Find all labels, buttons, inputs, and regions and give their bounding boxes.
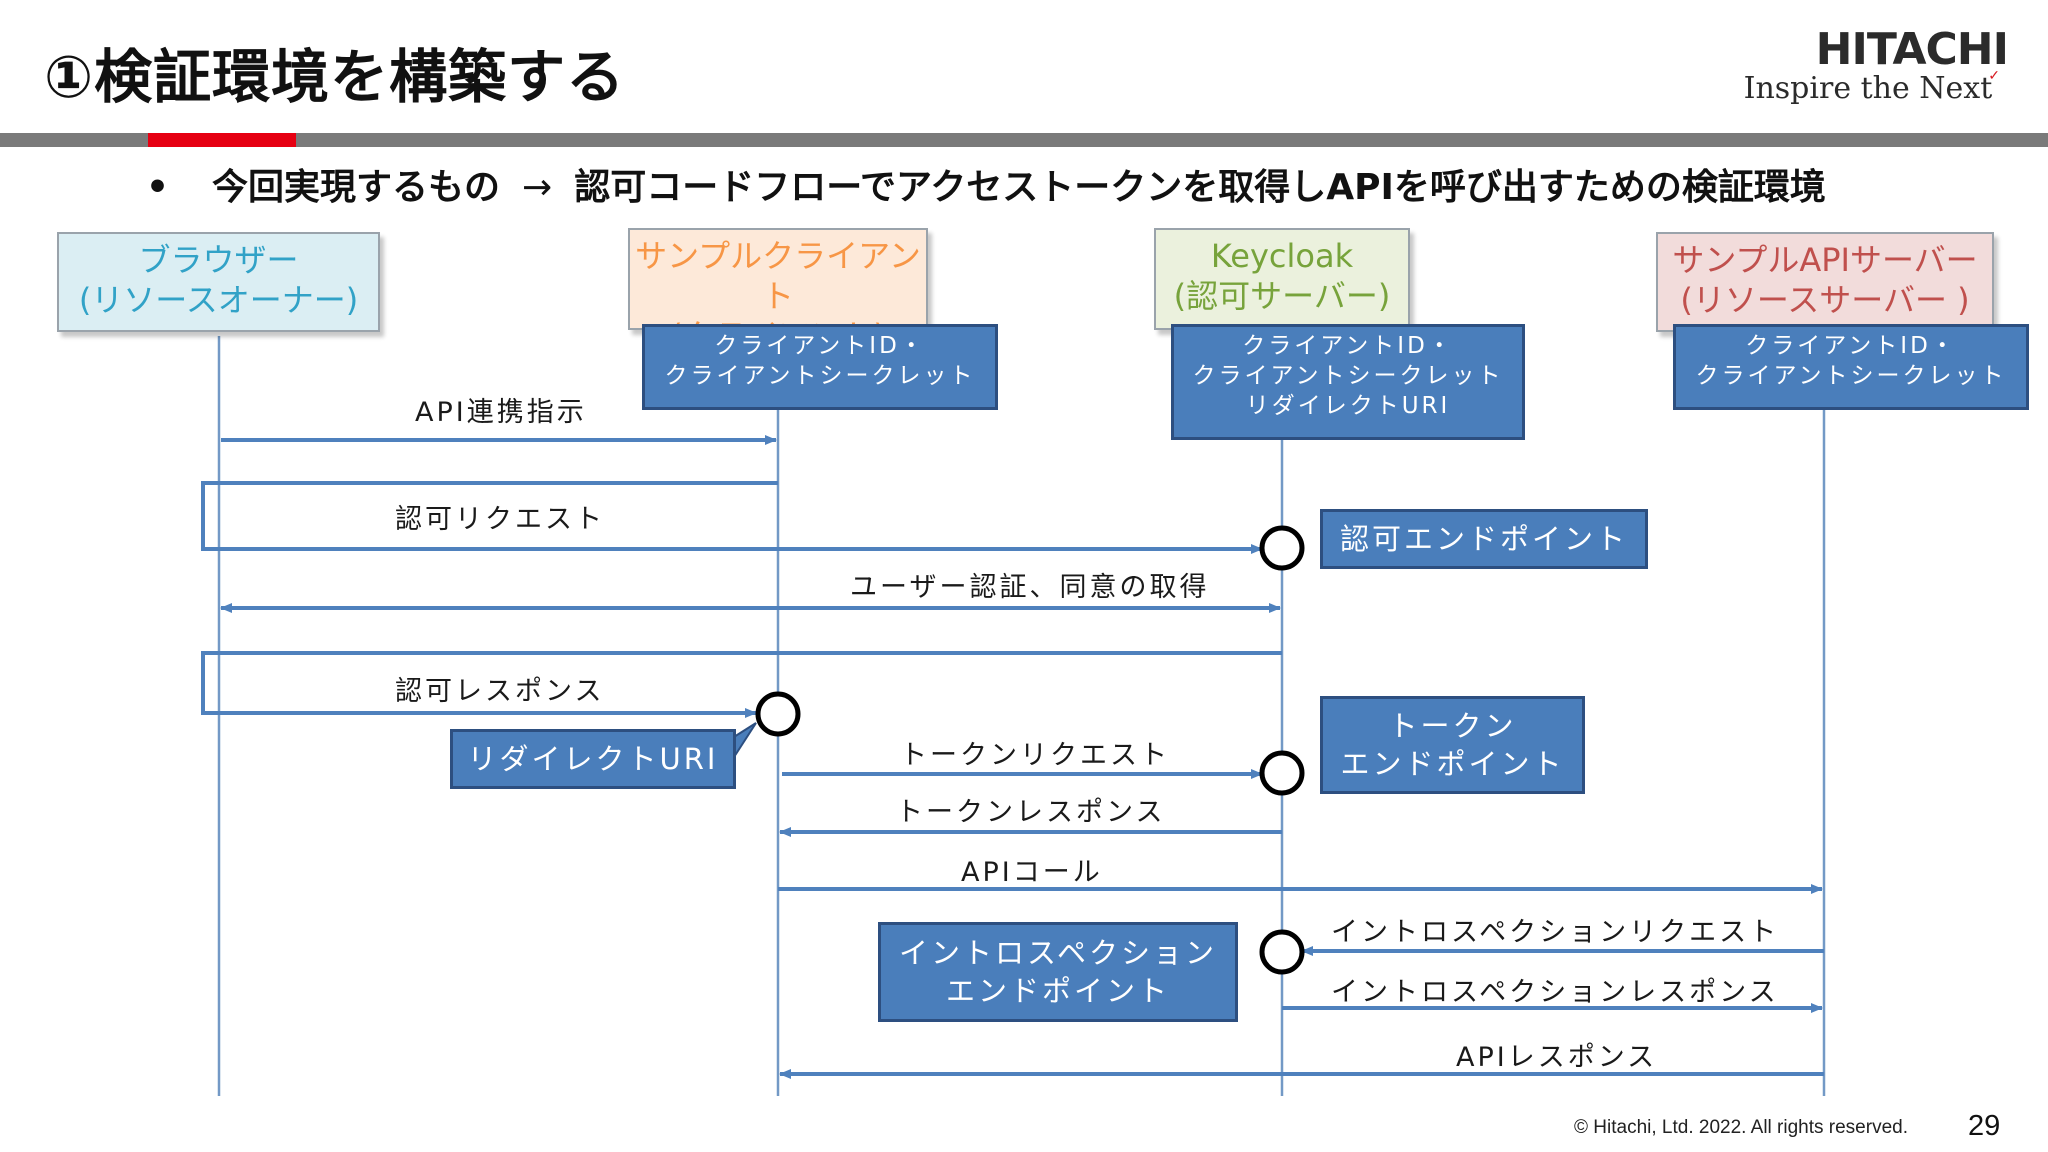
bullet-lead: 今回実現するもの <box>212 167 501 208</box>
logo-accent-mark: ✓ <box>1988 68 2000 84</box>
message-user-auth: ユーザー認証、同意の取得 <box>850 572 1210 603</box>
page-number: 29 <box>1968 1110 2001 1142</box>
message-auth-response: 認可レスポンス <box>395 676 605 707</box>
footer-copyright: © Hitachi, Ltd. 2022. All rights reserve… <box>1574 1117 1908 1138</box>
actor-keycloak-name: Keycloak <box>1210 237 1354 275</box>
token-endpoint-callout: トークン エンドポイント <box>1320 696 1585 794</box>
message-introspection-request: イントロスペクションリクエスト <box>1331 917 1780 948</box>
arrow-auth-request <box>201 481 1263 554</box>
actor-api-server: サンプルAPIサーバー (リソースサーバー ) <box>1656 232 1994 332</box>
api-credentials-line-2: クライアントシークレット <box>1695 363 2007 389</box>
keycloak-credentials-line-3: リダイレクトURI <box>1245 393 1451 419</box>
bullet-line: • 今回実現するもの → 認可コードフローでアクセストークンを取得しAPIを呼び出すた… <box>146 158 1826 210</box>
endpoint-marker-introspection <box>1259 929 1305 975</box>
auth-endpoint-callout: 認可エンドポイント <box>1320 509 1648 569</box>
token-endpoint-line-1: トークン <box>1388 709 1517 743</box>
message-introspection-response: イントロスペクションレスポンス <box>1331 977 1779 1008</box>
endpoint-marker-auth <box>1259 525 1305 571</box>
keycloak-credentials-box: クライアントID・ クライアントシークレット リダイレクトURI <box>1171 324 1525 440</box>
message-api-response: APIレスポンス <box>1456 1042 1658 1073</box>
introspection-endpoint-line-1: イントロスペクション <box>899 936 1217 970</box>
client-credentials-line-2: クライアントシークレット <box>664 363 976 389</box>
actor-browser: ブラウザー (リソースオーナー) <box>57 232 380 332</box>
api-credentials-line-1: クライアントID・ <box>1745 333 1957 359</box>
logo-brand: HITACHI <box>1815 24 2009 75</box>
introspection-endpoint-callout: イントロスペクション エンドポイント <box>878 922 1238 1022</box>
logo-tagline-text: Inspire the Next <box>1743 71 1993 106</box>
title-rule <box>0 133 2048 147</box>
message-token-response: トークンレスポンス <box>896 797 1166 828</box>
actor-client-name: サンプルクライアント <box>635 237 921 315</box>
bullet-text: 認可コードフローでアクセストークンを取得しAPIを呼び出すための検証環境 <box>574 167 1826 208</box>
title-rule-accent <box>148 133 296 147</box>
bullet-arrow: → <box>522 167 553 208</box>
client-credentials-line-1: クライアントID・ <box>714 333 926 359</box>
auth-endpoint-label: 認可エンドポイント <box>1339 522 1628 556</box>
message-auth-request: 認可リクエスト <box>395 504 605 535</box>
redirect-uri-callout: リダイレクトURI <box>450 729 736 789</box>
redirect-uri-label: リダイレクトURI <box>467 742 719 776</box>
actor-browser-name: ブラウザー <box>138 241 299 279</box>
token-endpoint-line-2: エンドポイント <box>1340 747 1565 781</box>
bullet-marker: • <box>146 167 170 208</box>
keycloak-credentials-line-1: クライアントID・ <box>1242 333 1454 359</box>
endpoint-marker-token <box>1259 750 1305 796</box>
logo-tagline: Inspire the Next✓ <box>1743 69 2004 106</box>
message-api-link: API連携指示 <box>415 397 587 428</box>
actor-keycloak-role: (認可サーバー) <box>1173 277 1391 315</box>
actor-browser-role: (リソースオーナー) <box>78 281 359 319</box>
keycloak-credentials-line-2: クライアントシークレット <box>1192 363 1504 389</box>
api-credentials-box: クライアントID・ クライアントシークレット <box>1673 324 2029 410</box>
slide-title: ①検証環境を構築する <box>44 43 626 111</box>
actor-api-server-role: (リソースサーバー ) <box>1680 281 1970 319</box>
actor-client: サンプルクライアント (クライアント) <box>628 228 928 355</box>
actor-api-server-name: サンプルAPIサーバー <box>1672 241 1978 279</box>
introspection-endpoint-line-2: エンドポイント <box>945 974 1170 1008</box>
arrow-auth-response <box>201 651 1282 718</box>
endpoint-marker-redirect <box>755 691 801 737</box>
actor-keycloak: Keycloak (認可サーバー) <box>1154 228 1410 330</box>
client-credentials-box: クライアントID・ クライアントシークレット <box>642 324 998 410</box>
hitachi-logo: HITACHI Inspire the Next✓ <box>1718 24 2009 108</box>
message-api-call: APIコール <box>961 857 1103 888</box>
message-token-request: トークンリクエスト <box>900 740 1170 771</box>
